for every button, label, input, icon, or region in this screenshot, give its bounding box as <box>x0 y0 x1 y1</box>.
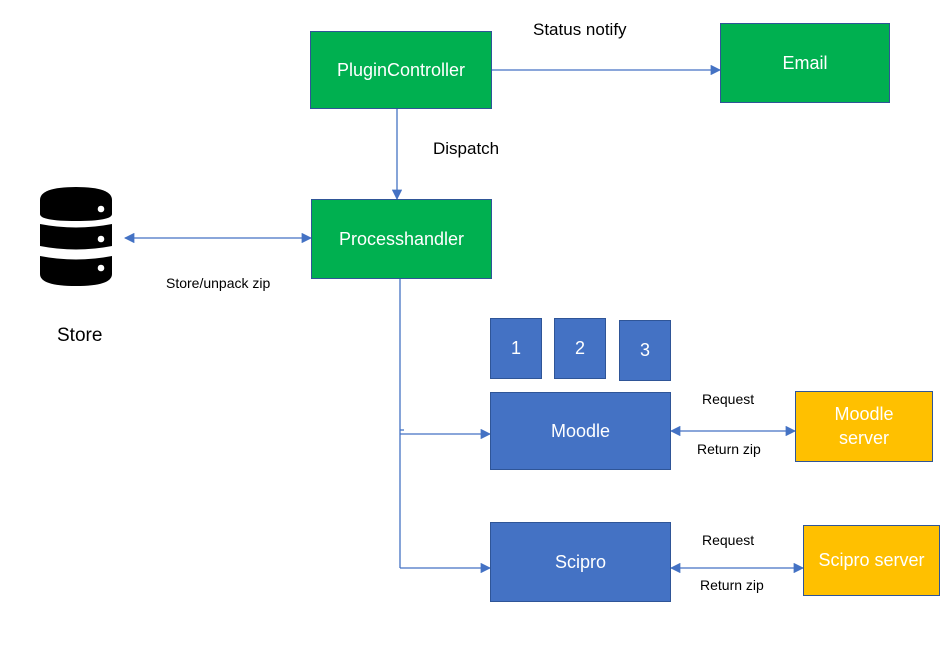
moodle-node: Moodle <box>490 392 671 470</box>
plugin-controller-label: PluginController <box>336 59 466 80</box>
worker-3-node: 3 <box>619 320 671 381</box>
moodle-label: Moodle <box>550 420 611 441</box>
scipro-label: Scipro <box>554 551 607 572</box>
moodle-server-label-line1: Moodle <box>834 404 894 425</box>
worker-1-label: 1 <box>510 338 521 358</box>
moodle-server-node: Moodle server <box>795 391 933 462</box>
scipro-server-node: Scipro server <box>803 525 940 596</box>
moodle-return-label: Return zip <box>697 441 761 457</box>
worker-3-label: 3 <box>639 340 650 360</box>
moodle-server-label-line2: server <box>838 427 889 448</box>
dispatch-label: Dispatch <box>433 139 500 158</box>
worker-2-node: 2 <box>554 318 606 379</box>
store-label: Store <box>57 325 103 346</box>
scipro-server-label: Scipro server <box>818 549 925 570</box>
store-unpack-label: Store/unpack zip <box>166 275 271 291</box>
processhandler-node: Processhandler <box>311 199 492 279</box>
scipro-request-label: Request <box>702 532 755 548</box>
processhandler-label: Processhandler <box>338 228 465 249</box>
scipro-return-label: Return zip <box>700 577 764 593</box>
scipro-node: Scipro <box>490 522 671 602</box>
worker-1-node: 1 <box>490 318 542 379</box>
database-icon <box>40 187 112 286</box>
email-label: Email <box>782 52 828 73</box>
worker-2-label: 2 <box>574 338 585 358</box>
email-node: Email <box>720 23 890 103</box>
moodle-request-label: Request <box>702 391 755 407</box>
status-notify-label: Status notify <box>533 20 627 39</box>
plugin-controller-node: PluginController <box>310 31 492 109</box>
